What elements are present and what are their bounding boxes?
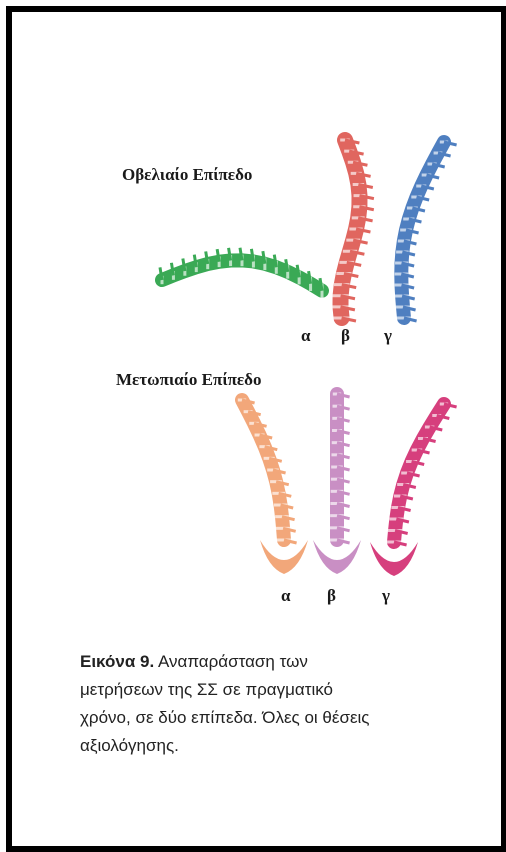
spinous-process <box>320 278 322 291</box>
sagittal-plane-title: Οβελιαίο Επίπεδο <box>122 165 252 185</box>
spinous-process <box>297 265 299 278</box>
coronal-label-alpha: α <box>281 586 291 606</box>
spine-figure: Οβελιαίο Επίπεδο Μετωπιαίο Επίπεδο α β γ… <box>12 12 501 846</box>
spinous-process <box>194 255 196 268</box>
spinous-process <box>206 251 208 264</box>
caption-label: Εικόνα 9. <box>80 652 154 671</box>
sagittal-label-alpha: α <box>301 326 311 346</box>
spinous-process <box>274 255 276 268</box>
coronal-spine-beta <box>313 393 361 575</box>
figure-caption: Εικόνα 9. Αναπαράσταση των μετρήσεων της… <box>80 648 380 760</box>
spinous-process <box>286 259 288 272</box>
coronal-label-gamma: γ <box>382 586 390 606</box>
spinous-process <box>309 271 311 284</box>
spinous-process <box>183 258 185 271</box>
coronal-label-beta: β <box>327 586 336 606</box>
spinous-process <box>240 248 242 261</box>
spinous-process <box>229 248 231 261</box>
coronal-plane-title: Μετωπιαίο Επίπεδο <box>116 370 262 390</box>
spinous-process <box>263 251 265 264</box>
document-frame: Οβελιαίο Επίπεδο Μετωπιαίο Επίπεδο α β γ… <box>6 6 506 852</box>
sagittal-spine-gamma <box>395 141 457 322</box>
sagittal-spine-beta <box>332 139 374 322</box>
spinous-process <box>217 249 219 262</box>
sagittal-label-beta: β <box>341 326 350 346</box>
coronal-spine-gamma <box>370 403 457 577</box>
sagittal-label-gamma: γ <box>384 326 392 346</box>
coronal-spine-alpha <box>238 399 308 575</box>
sagittal-spine-alpha <box>160 248 324 298</box>
spinous-process <box>171 263 173 276</box>
spinous-process <box>160 267 162 280</box>
spinous-process <box>251 249 253 262</box>
